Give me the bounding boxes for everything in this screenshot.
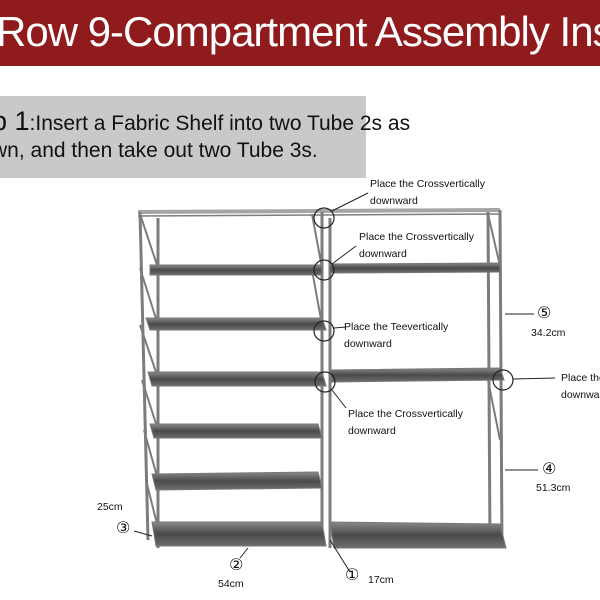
- callout-tee: Place the Teevertically downward: [344, 319, 448, 353]
- callout-right: Place the downwa: [561, 370, 600, 404]
- callout-line-2: downwa: [561, 389, 600, 401]
- callout-line-1: Place the Crossvertically: [370, 178, 485, 190]
- joint-circle: [314, 371, 336, 393]
- callout-line-1: Place the Teevertically: [344, 321, 449, 333]
- callout-cross-3: Place the Crossvertically downward: [348, 406, 463, 440]
- joint-highlight-circles: [313, 207, 514, 393]
- callout-line-2: downward: [344, 338, 392, 350]
- measure-1-length: 17cm: [368, 574, 394, 586]
- joint-circle: [313, 207, 335, 229]
- marker-1: ①: [345, 567, 360, 584]
- leader-lines: [133, 192, 556, 573]
- banner-title: Row 9-Compartment Assembly Inst: [0, 8, 600, 55]
- callout-line-2: downward: [359, 248, 407, 260]
- callout-cross-1: Place the Crossvertically downward: [370, 176, 485, 210]
- callout-line-2: downward: [348, 425, 396, 437]
- joint-circle: [313, 259, 335, 281]
- marker-5: ⑤: [537, 305, 552, 322]
- step-line-1: p 1:Insert a Fabric Shelf into two Tube …: [0, 106, 410, 137]
- callout-line-2: downward: [370, 195, 418, 207]
- step-line-2: wn, and then take out two Tube 3s.: [0, 139, 318, 162]
- step-text-1: :Insert a Fabric Shelf into two Tube 2s …: [29, 112, 411, 135]
- callout-cross-2: Place the Crossvertically downward: [359, 229, 474, 263]
- marker-3: ③: [116, 520, 131, 537]
- marker-4: ④: [542, 461, 557, 478]
- title-banner: Row 9-Compartment Assembly Inst: [0, 0, 600, 66]
- measure-4-length: 51.3cm: [536, 482, 571, 494]
- joint-circle: [492, 369, 514, 391]
- joint-circle: [313, 320, 335, 342]
- step-number: p 1: [0, 106, 30, 136]
- callout-line-1: Place the Crossvertically: [359, 231, 474, 243]
- step-instruction-box: p 1:Insert a Fabric Shelf into two Tube …: [0, 96, 410, 178]
- measure-5-length: 34.2cm: [531, 327, 566, 339]
- fabric-shelves: [145, 262, 507, 549]
- marker-2: ②: [229, 557, 244, 574]
- callout-line-1: Place the: [561, 372, 600, 384]
- measure-2-length: 54cm: [218, 578, 244, 590]
- measure-3-length: 25cm: [97, 501, 123, 513]
- callout-line-1: Place the Crossvertically: [348, 408, 463, 420]
